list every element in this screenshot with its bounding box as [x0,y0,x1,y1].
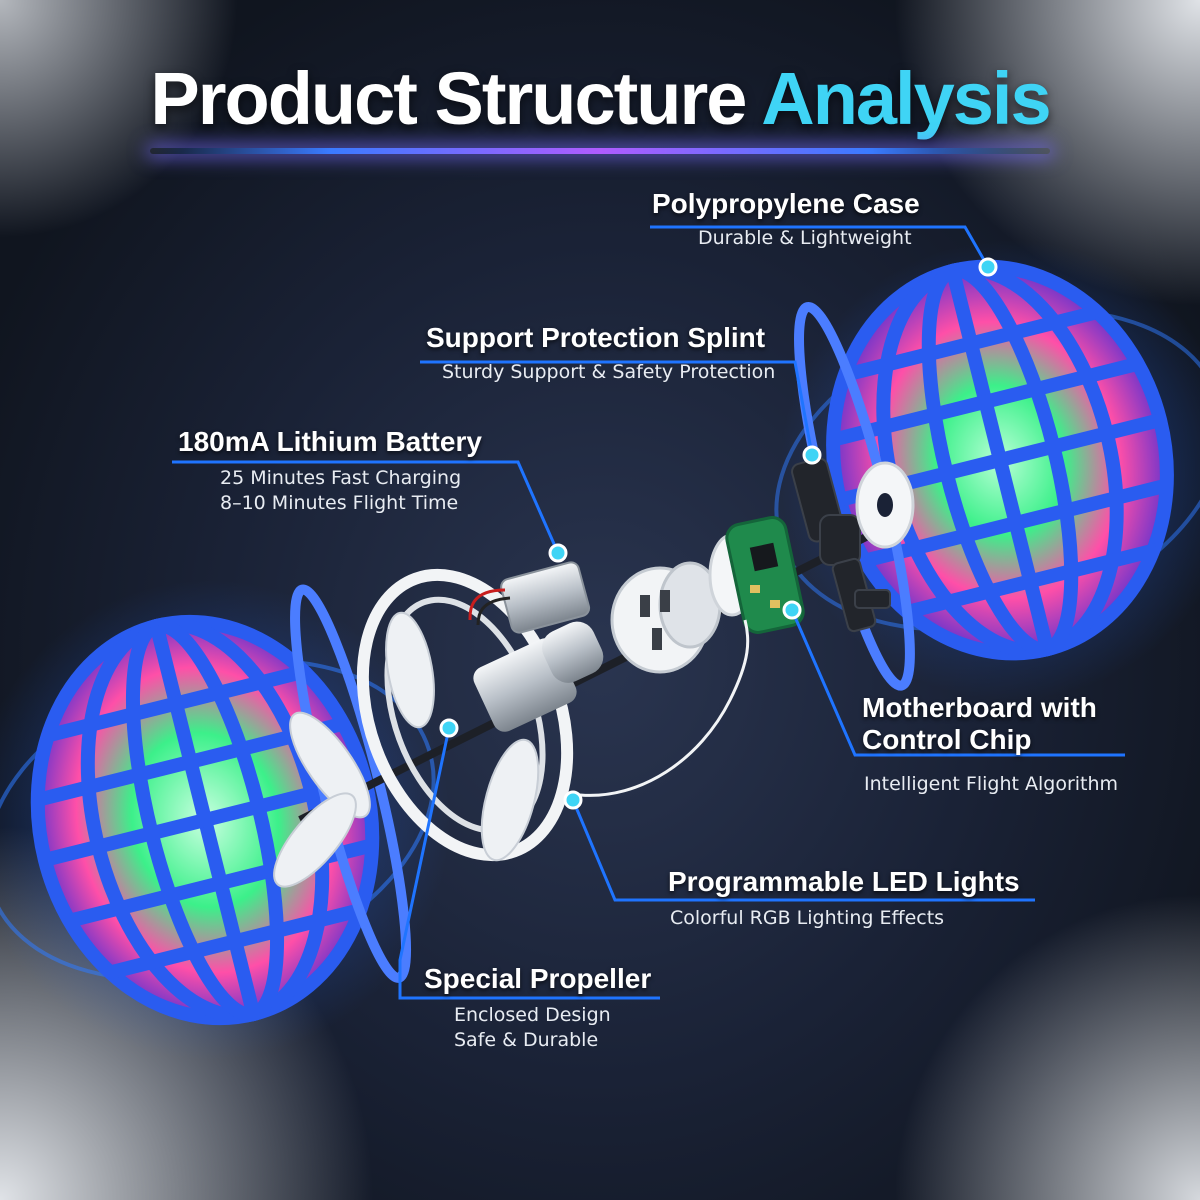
callout-battery-title: 180mA Lithium Battery [178,426,482,457]
callout-motherboard-title2: Control Chip [862,724,1032,755]
callout-splint-title: Support Protection Splint [426,322,766,353]
callout-case-title: Polypropylene Case [652,188,920,219]
callout-splint-desc: Sturdy Support & Safety Protection [442,361,776,383]
title-underline-glow [150,148,1050,154]
washer-hole [877,493,893,517]
callout-case: Polypropylene Case Durable & Lightweight [652,188,920,251]
callout-motherboard: Motherboard with Control Chip Intelligen… [862,692,1118,797]
left-shell-case [30,584,412,1026]
right-shell-case [794,259,1174,691]
led-wire [579,619,750,797]
callout-motherboard-title1: Motherboard with [862,692,1097,723]
callout-motherboard-desc: Intelligent Flight Algorithm [864,773,1119,795]
support-splint [791,457,891,633]
callout-propeller-title: Special Propeller [424,963,652,994]
propeller-blades [273,611,540,888]
callout-leaders [172,225,1125,1000]
callout-propeller-desc2: Safe & Durable [454,1029,599,1051]
callout-splint: Support Protection Splint Sturdy Support… [426,322,775,385]
callout-case-desc: Durable & Lightweight [698,227,912,249]
drive-shaft [298,516,902,824]
gear-housing [610,561,722,674]
callout-battery-desc1: 25 Minutes Fast Charging [220,467,462,489]
callout-led-title: Programmable LED Lights [668,866,1020,897]
callout-propeller: Special Propeller Enclosed Design Safe &… [424,963,651,1053]
title-main: Product Structure [150,57,747,140]
callout-battery-desc2: 8–10 Minutes Flight Time [220,492,459,514]
page-title: Product Structure Analysis [0,56,1200,141]
callout-battery: 180mA Lithium Battery 25 Minutes Fast Ch… [178,426,482,516]
title-accent: Analysis [761,57,1051,140]
callout-led: Programmable LED Lights Colorful RGB Lig… [668,866,1020,931]
callout-led-desc: Colorful RGB Lighting Effects [670,907,945,929]
callout-dots [439,257,998,810]
motor-housing [473,621,604,732]
lithium-battery [468,561,591,634]
callout-propeller-desc1: Enclosed Design [454,1004,611,1026]
motherboard-pcb [725,516,805,634]
